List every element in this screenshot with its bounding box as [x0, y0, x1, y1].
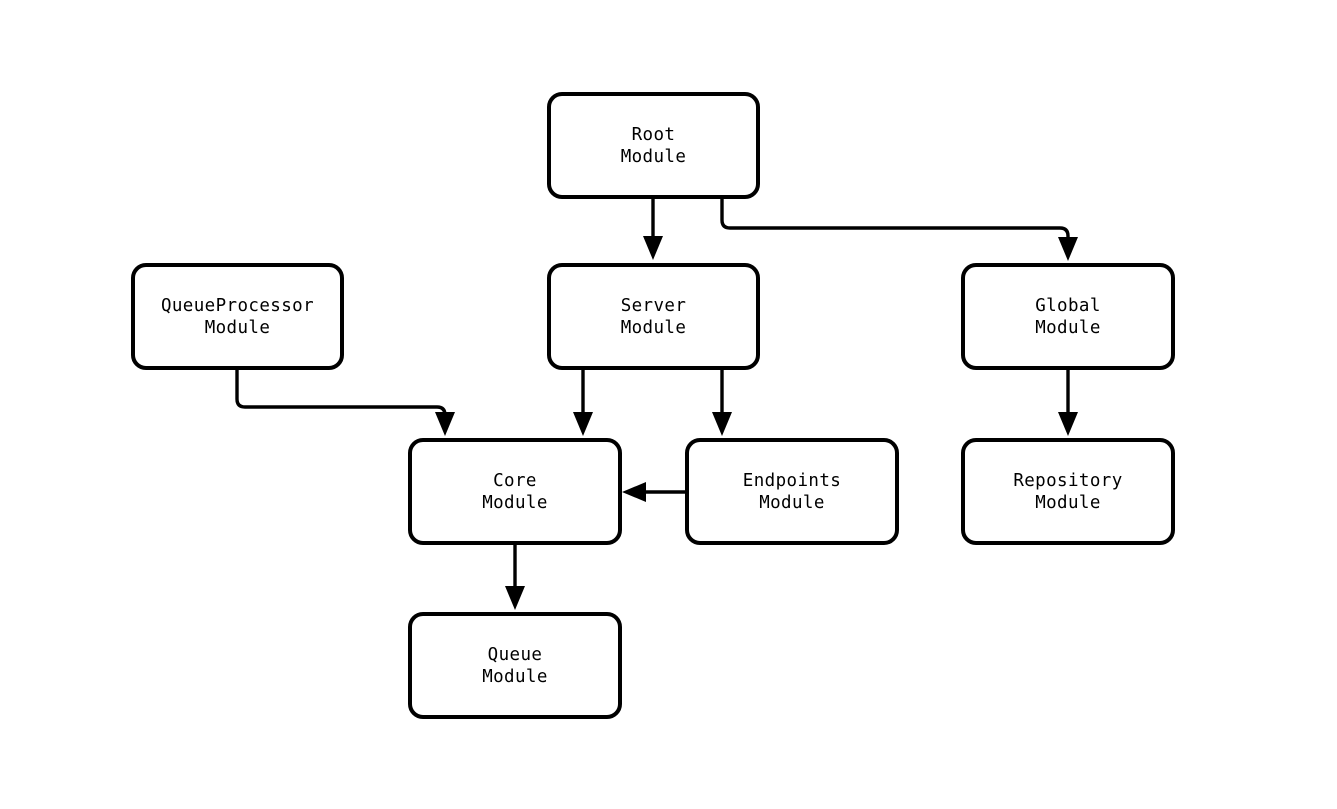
edge-queueprocessor-to-core: [235, 368, 455, 436]
node-box-repository[interactable]: [961, 438, 1175, 545]
node-box-core[interactable]: [408, 438, 622, 545]
node-box-root[interactable]: [547, 92, 760, 199]
node-box-server[interactable]: [547, 263, 760, 370]
edges-layer: [235, 197, 1078, 610]
node-box-queueprocessor[interactable]: [131, 263, 344, 370]
edge-core-to-queue: [505, 543, 525, 610]
edge-server-to-core: [573, 368, 593, 436]
node-box-queue[interactable]: [408, 612, 622, 719]
edge-global-to-repository: [1058, 368, 1078, 436]
edge-root-to-server: [643, 197, 663, 260]
node-box-endpoints[interactable]: [685, 438, 899, 545]
edge-endpoints-to-core: [622, 482, 687, 502]
nodes-layer: [131, 92, 1175, 719]
edge-server-to-endpoints: [712, 368, 732, 436]
edge-root-to-global: [720, 197, 1078, 261]
node-box-global[interactable]: [961, 263, 1175, 370]
